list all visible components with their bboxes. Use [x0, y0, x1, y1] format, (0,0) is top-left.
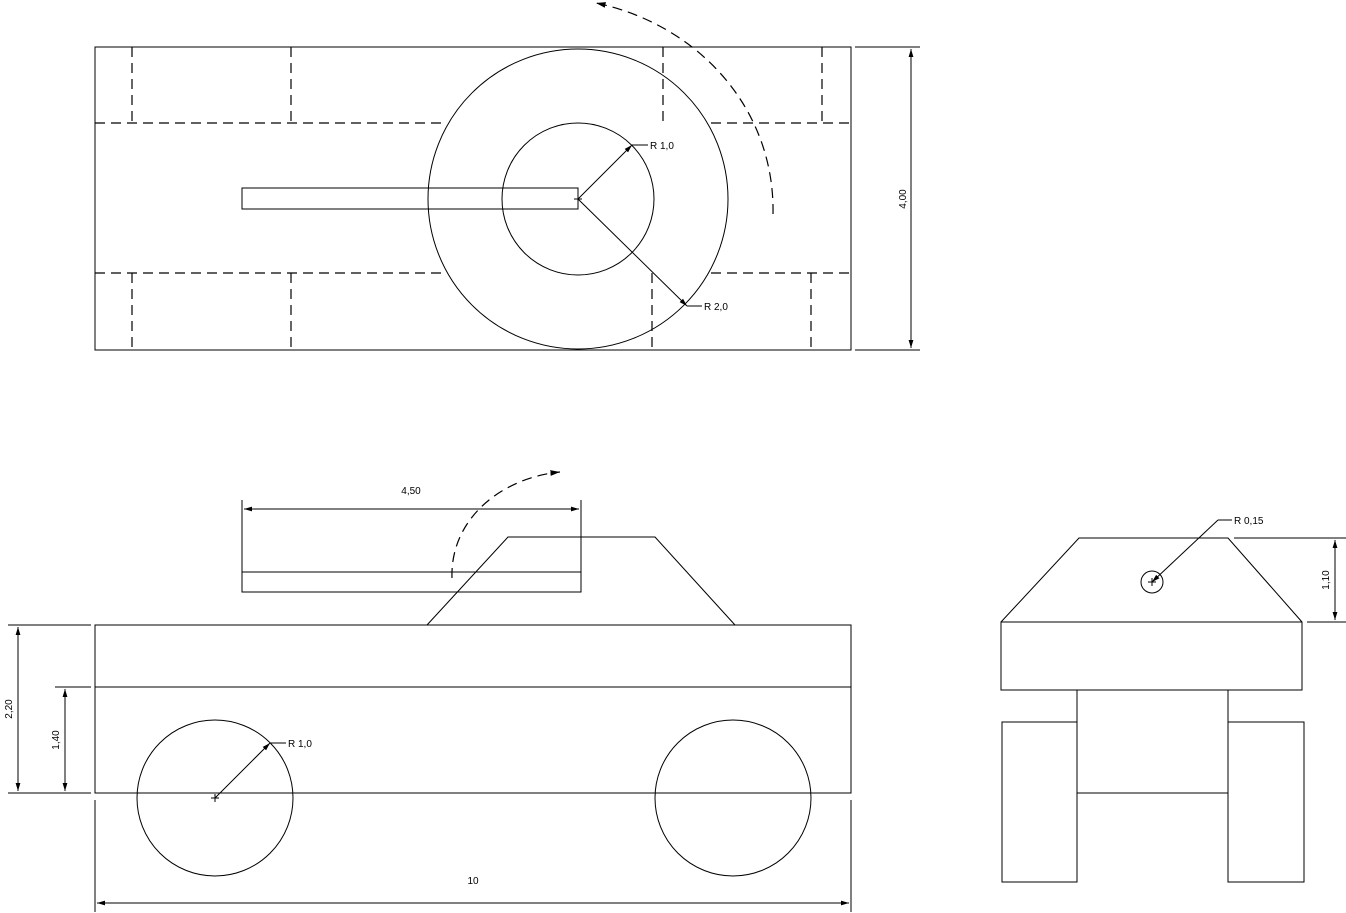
turret-height-label: 1,10	[1321, 570, 1332, 590]
wheel-radius-label: R 1,0	[288, 739, 312, 750]
width-dim-label: 4,00	[898, 189, 909, 209]
front-view: R 0,15 1,10	[1000, 516, 1346, 883]
radius-inner-label: R 1,0	[650, 141, 674, 152]
barrel-dim-label: 4,50	[401, 486, 421, 497]
wheel-front	[136, 719, 294, 877]
lower-hull	[1076, 689, 1229, 794]
track-left	[1001, 721, 1078, 883]
hidden-tracks	[95, 47, 851, 350]
elevation-arrow	[451, 470, 561, 579]
turret-outer-circle	[427, 48, 729, 350]
total-height-label: 2,20	[4, 699, 15, 719]
hull-outline	[94, 46, 852, 351]
barrel-bore	[1140, 570, 1164, 594]
radius-outer-label: R 2,0	[704, 302, 728, 313]
top-view: R 1,0 R 2,0 4,00	[94, 2, 920, 351]
bore-radius-label: R 0,15	[1234, 516, 1264, 527]
hull	[1000, 621, 1303, 691]
turret-inner-circle	[501, 122, 655, 276]
barrel	[241, 187, 579, 210]
turret	[1000, 537, 1303, 623]
barrel	[241, 571, 582, 593]
wheel-rear	[654, 719, 812, 877]
turret	[426, 536, 736, 626]
body-height-label: 1,40	[51, 730, 62, 750]
side-view: 4,50 R 1,0 2,20 1,40 10	[4, 470, 852, 912]
rotation-arrow	[595, 2, 774, 215]
track-right	[1227, 721, 1305, 883]
length-dim-label: 10	[467, 876, 479, 887]
hull	[94, 624, 852, 794]
